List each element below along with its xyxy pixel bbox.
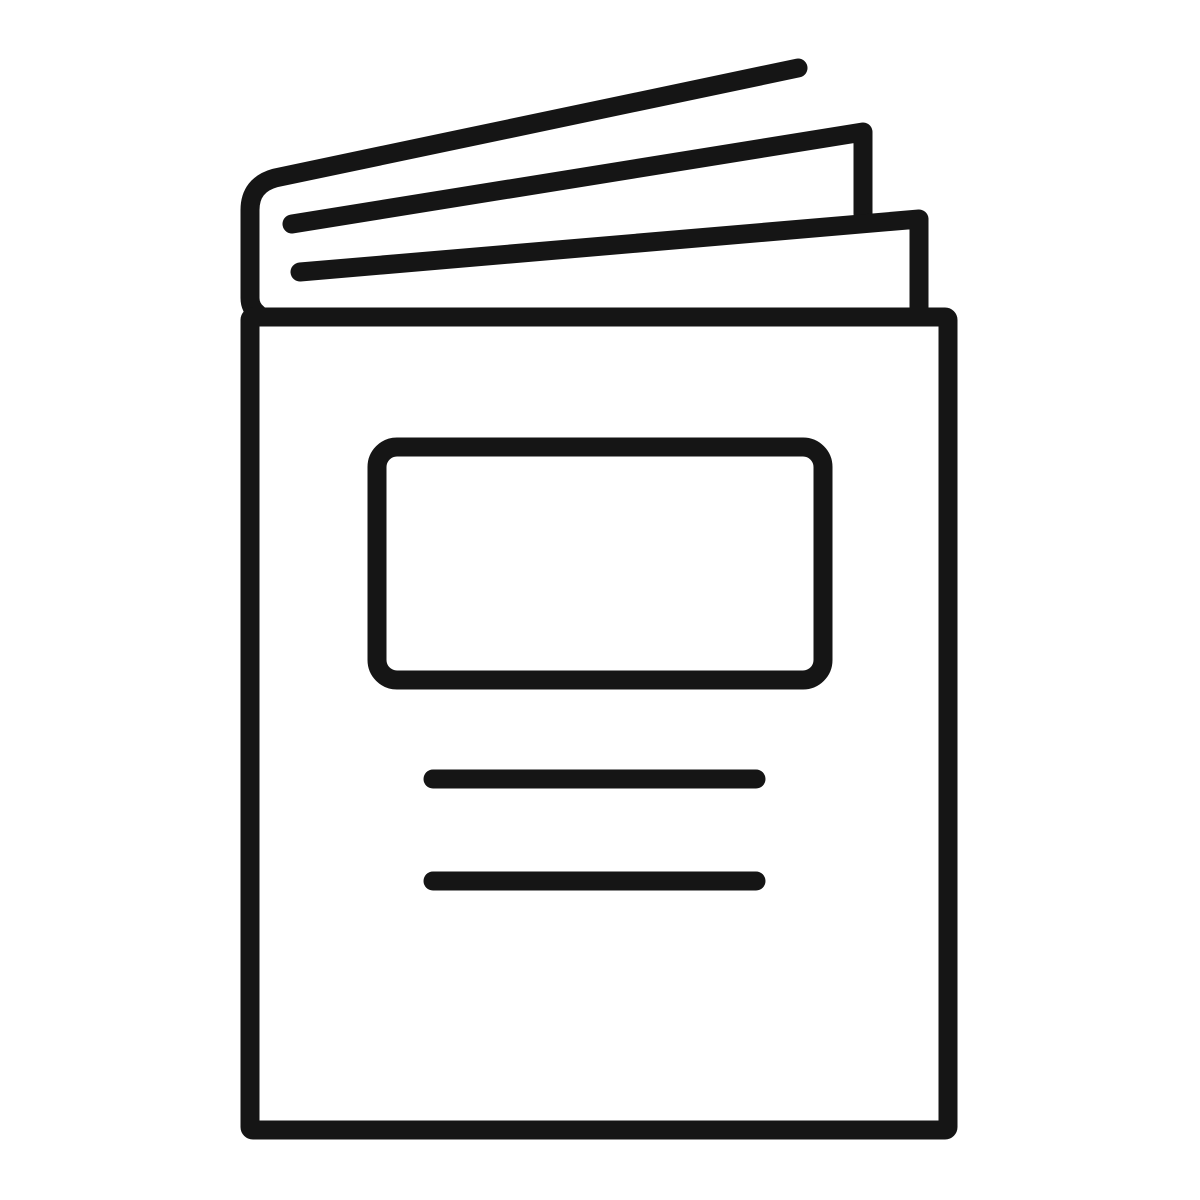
book-front-page xyxy=(290,209,929,318)
book-middle-page xyxy=(282,122,873,234)
book-front-cover xyxy=(240,307,958,1140)
cover-title-box xyxy=(367,437,833,690)
